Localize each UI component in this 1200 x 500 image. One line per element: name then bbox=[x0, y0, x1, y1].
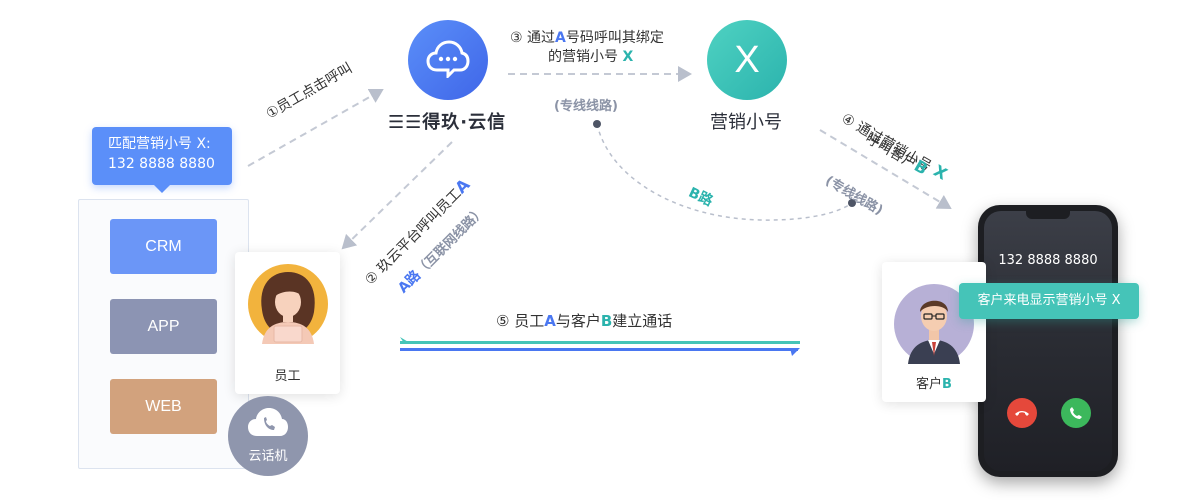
tooltip-line2: 132 8888 8880 bbox=[108, 156, 215, 172]
platform-name: ☰☰得玖·云信 bbox=[388, 112, 507, 133]
systems-panel: CRM APP WEB bbox=[78, 199, 249, 469]
step3-line2: 的营销小号 X bbox=[548, 46, 633, 66]
platform-logo bbox=[408, 20, 488, 100]
marketing-number-logo: X bbox=[707, 20, 787, 100]
route-dot-right bbox=[848, 199, 856, 207]
smartphone: 132 8888 8880 bbox=[978, 205, 1118, 477]
app-button[interactable]: APP bbox=[110, 299, 217, 354]
b-route-curve bbox=[596, 123, 853, 221]
step3-prefix: ③ 通过 bbox=[510, 30, 556, 46]
route-dot-left bbox=[593, 120, 601, 128]
web-button[interactable]: WEB bbox=[110, 379, 217, 434]
step3-x: X bbox=[622, 49, 634, 65]
arrow-step5-right bbox=[790, 348, 800, 356]
step5-label: ⑤ 员工A与客户B建立通话 bbox=[496, 310, 672, 331]
cloud-phone-badge[interactable]: 云话机 bbox=[228, 396, 308, 476]
phone-notch bbox=[1026, 211, 1070, 219]
step5-a: A bbox=[544, 312, 556, 330]
step5-prefix: ⑤ 员工 bbox=[496, 312, 545, 330]
cloud-phone-label: 云话机 bbox=[248, 449, 288, 464]
employee-label: 员工 bbox=[274, 369, 301, 384]
customer-avatar bbox=[894, 284, 974, 364]
step3-line1: ③ 通过A号码呼叫其绑定 bbox=[510, 27, 664, 47]
matched-number-tooltip: 匹配营销小号 X: 132 8888 8880 bbox=[92, 127, 232, 193]
cloud-phone-icon bbox=[248, 408, 288, 436]
arrow-step4 bbox=[819, 129, 952, 210]
arrow-step1 bbox=[247, 88, 384, 167]
customer-label-b: B bbox=[942, 377, 952, 392]
step5-b: B bbox=[600, 312, 613, 330]
hangup-icon bbox=[1015, 411, 1029, 416]
step3-note: (专线线路) bbox=[554, 99, 618, 114]
employee-card: 员工 bbox=[235, 252, 340, 394]
caller-id-tooltip: 客户来电显示营销小号 X bbox=[959, 283, 1139, 319]
decline-call-button[interactable] bbox=[1007, 398, 1037, 428]
tooltip-caret bbox=[154, 185, 170, 193]
accept-call-button[interactable] bbox=[1061, 398, 1091, 428]
step3-mid: 号码呼叫其绑定 bbox=[565, 30, 664, 46]
employee-avatar bbox=[248, 264, 328, 344]
customer-label-prefix: 客户 bbox=[916, 377, 943, 392]
chat-cloud-icon bbox=[426, 40, 470, 78]
phone-icon bbox=[1070, 407, 1082, 419]
arrow-step2 bbox=[341, 141, 453, 250]
step5-suffix: 建立通话 bbox=[612, 312, 673, 330]
tooltip-line1: 匹配营销小号 X: bbox=[108, 136, 211, 152]
step5-mid: 与客户 bbox=[555, 312, 601, 330]
incoming-number: 132 8888 8880 bbox=[998, 253, 1098, 268]
x-symbol: X bbox=[734, 39, 760, 81]
crm-button[interactable]: CRM bbox=[110, 219, 217, 274]
phone-screen: 132 8888 8880 bbox=[984, 211, 1112, 471]
customer-label: 客户B bbox=[882, 373, 986, 392]
step3-line2-text: 的营销小号 bbox=[548, 49, 618, 65]
step3-a: A bbox=[555, 30, 566, 46]
marketing-number-label: 营销小号 bbox=[710, 112, 782, 133]
